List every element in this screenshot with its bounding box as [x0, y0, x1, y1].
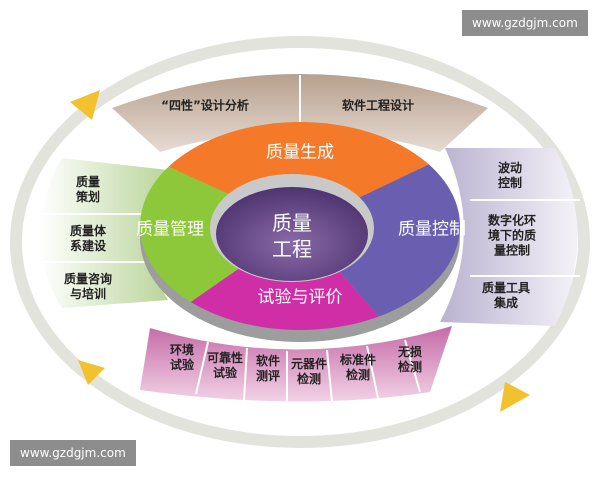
ring-label-bottom: 试验与评价: [257, 287, 343, 308]
bottom-band-item: 标准件 检测: [339, 353, 377, 382]
cycle-arrow-icon: [500, 382, 530, 412]
bottom-band-item: 无损 检测: [397, 345, 423, 374]
left-band-shape: [40, 158, 168, 308]
ring-label-right: 质量控制: [398, 219, 466, 240]
cycle-arrow-icon: [70, 90, 100, 120]
bottom-band-item: 元器件 检测: [290, 357, 328, 386]
right-band-shape: [440, 148, 578, 326]
ring-label-top: 质量生成: [266, 142, 334, 163]
cycle-arrow-icon: [78, 360, 105, 385]
bottom-band-item: 可靠性 试验: [206, 351, 244, 380]
top-band-item: 软件工程设计: [341, 98, 415, 113]
core-ellipse: [216, 187, 368, 281]
right-band-item: 波动 控制: [497, 161, 523, 190]
watermark-bottom: www.gzdgjm.com: [10, 440, 136, 466]
watermark-top: www.gzdgjm.com: [462, 10, 588, 36]
top-band-item: “四性”设计分析: [161, 98, 249, 113]
outer-cycle-ring: [10, 36, 590, 448]
center-label: 质量 工程: [272, 211, 312, 261]
left-band-item: 质量咨询 与培训: [63, 272, 113, 301]
bottom-band-item: 环境 试验: [169, 343, 195, 372]
bottom-band-item: 软件 测评: [255, 354, 281, 383]
ring-segment-bottom: [140, 226, 460, 330]
left-band-item: 质量体 系建设: [69, 224, 107, 253]
ring-segment-right: [300, 122, 460, 330]
right-band-item: 质量工具 集成: [481, 281, 531, 310]
ring-segment-left: [140, 122, 300, 330]
ring-label-left: 质量管理: [136, 219, 204, 240]
left-band-item: 质量 策划: [75, 175, 101, 204]
right-band-item: 数字化环 境下的质 量控制: [487, 213, 537, 258]
